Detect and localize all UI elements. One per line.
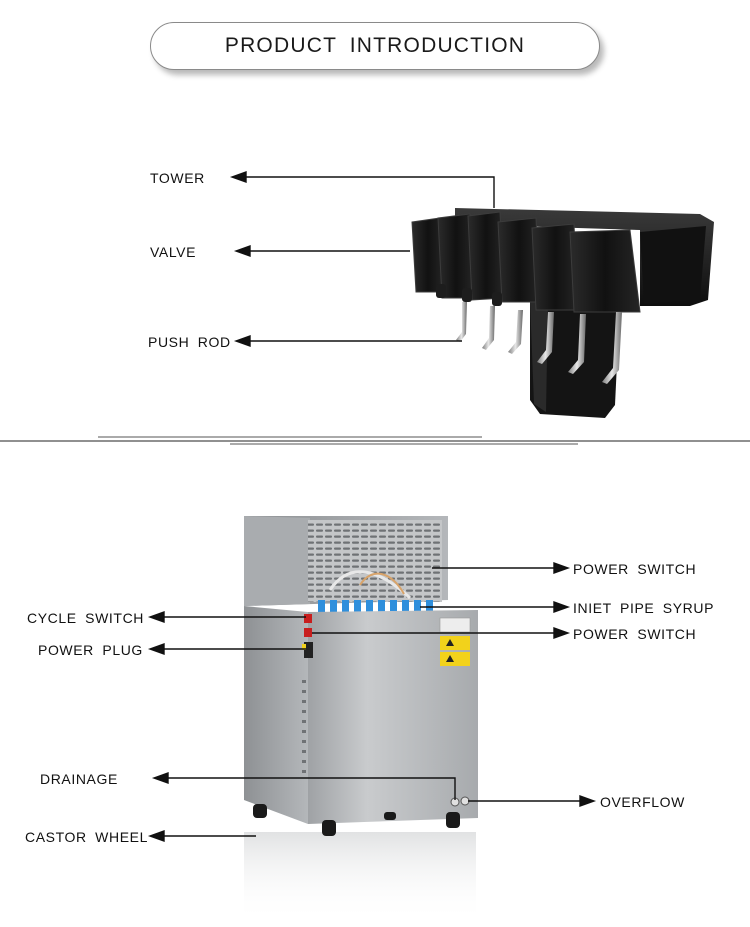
label-cycle-switch: CYCLE SWITCH: [27, 610, 144, 626]
dispenser-tower-image: [0, 171, 750, 445]
label-push-rod: PUSH ROD: [148, 334, 231, 350]
title-banner: PRODUCT INTRODUCTION: [150, 22, 600, 70]
label-valve: VALVE: [150, 244, 197, 260]
label-power-switch-top: POWER SWITCH: [573, 561, 697, 577]
label-power-plug: POWER PLUG: [38, 642, 143, 658]
page-title: PRODUCT INTRODUCTION: [224, 34, 526, 57]
label-overflow: OVERFLOW: [600, 794, 685, 810]
label-drainage: DRAINAGE: [40, 771, 118, 787]
label-power-switch-mid: POWER SWITCH: [573, 626, 697, 642]
label-tower: TOWER: [150, 170, 205, 186]
label-castor-wheel: CASTOR WHEEL: [25, 829, 148, 845]
label-inlet-pipe-syrup: INIET PIPE SYRUP: [573, 600, 715, 616]
